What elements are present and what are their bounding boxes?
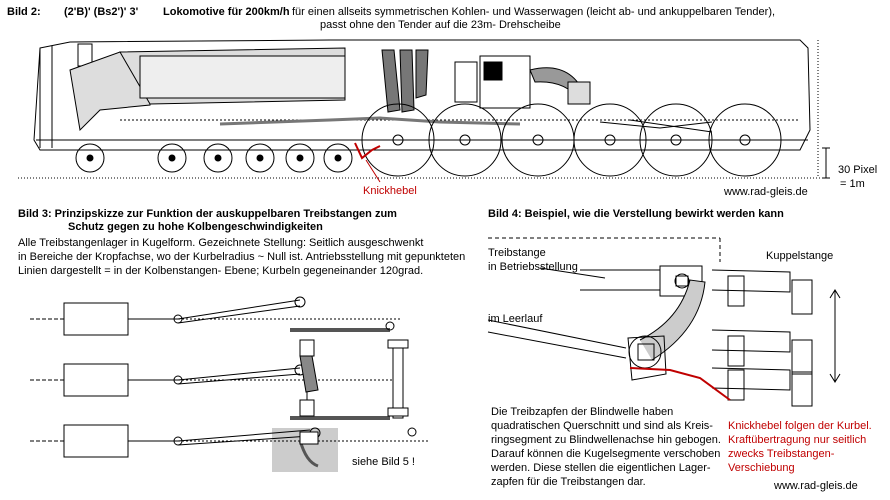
see-bild5-ref: siehe Bild 5 ! xyxy=(352,456,415,468)
bild2-desc-line2: passt ohne den Tender auf die 23m- Drehs… xyxy=(320,19,561,31)
website-top: www.rad-gleis.de xyxy=(724,186,808,198)
treibstange-operating xyxy=(580,269,661,291)
coupling-links xyxy=(727,275,813,407)
crank-axle xyxy=(290,321,417,468)
knickhebel-red xyxy=(629,367,731,401)
bild4-desc-line: ringsegment zu Blindwellenachse hin gebo… xyxy=(491,434,721,446)
locomotive-drawing xyxy=(18,39,830,183)
red-note-line: Kraftübertragung nur seitlich xyxy=(728,434,867,446)
red-note-line: zwecks Treibstangen- xyxy=(728,448,835,460)
scale-label-line2: = 1m xyxy=(840,178,865,190)
bild4-desc-line: Darauf können die Kugelsegmente verschob… xyxy=(491,448,721,460)
bild3-text-line2: in Bereiche der Kropfachse, wo der Kurbe… xyxy=(18,251,466,263)
bild4-title: Bild 4: Beispiel, wie die Verstellung be… xyxy=(488,208,784,220)
red-note-line: Verschiebung xyxy=(728,462,795,474)
website-bottom: www.rad-gleis.de xyxy=(774,480,858,492)
wheel-arrangement: (2'B)' (Bs2')' 3' xyxy=(64,6,139,18)
knickhebel-pointer xyxy=(365,159,381,183)
treibstange-label-line2: in Betriebsstellung xyxy=(488,261,578,273)
treibstange-idle xyxy=(487,319,627,349)
bild3-title-line2: Schutz gegen zu hohe Kolbengeschwindigke… xyxy=(68,221,323,233)
bild3-title-line1: Bild 3: Prinzipskizze zur Funktion der a… xyxy=(18,208,397,220)
bild4-desc-line: quadratischen Querschnitt und sind als K… xyxy=(491,420,713,432)
cylinder-2 xyxy=(30,363,400,397)
kuppelstange-label: Kuppelstange xyxy=(766,250,834,262)
bild4-desc-line: zapfen für die Treibstangen dar. xyxy=(491,476,646,488)
leerlauf-label: im Leerlauf xyxy=(488,313,543,325)
bild4-desc-line: werden. Diese stellen die eigentlichen L… xyxy=(491,462,711,474)
scale-label-line1: 30 Pixel xyxy=(838,164,878,176)
bild2-desc-line1: für einen allseits symmetrischen Kohlen-… xyxy=(292,6,776,18)
knickhebel-label: Knickhebel xyxy=(363,185,417,197)
red-note-line: Knickhebel folgen der Kurbel. xyxy=(728,420,872,432)
cylinder-3 xyxy=(30,424,430,458)
cylinder-1 xyxy=(30,296,400,336)
bild2-title: Lokomotive für 200km/h xyxy=(163,6,290,18)
bild2-label: Bild 2: xyxy=(7,6,41,18)
bild3-text-line3: Linien dargestellt = in der Kolbenstange… xyxy=(18,265,424,277)
bild3-text-line1: Alle Treibstangenlager in Kugelform. Gez… xyxy=(18,237,424,249)
boiler-casing xyxy=(33,39,811,151)
leading-truck-wheels xyxy=(75,143,353,173)
adjustment-example xyxy=(487,237,841,407)
treibstange-label-line1: Treibstange xyxy=(488,247,546,259)
bild4-desc-line: Die Treibzapfen der Blindwelle haben xyxy=(491,406,674,418)
principle-sketch xyxy=(30,296,430,472)
knickhebel-mark xyxy=(354,142,381,160)
driving-wheels xyxy=(361,103,782,177)
